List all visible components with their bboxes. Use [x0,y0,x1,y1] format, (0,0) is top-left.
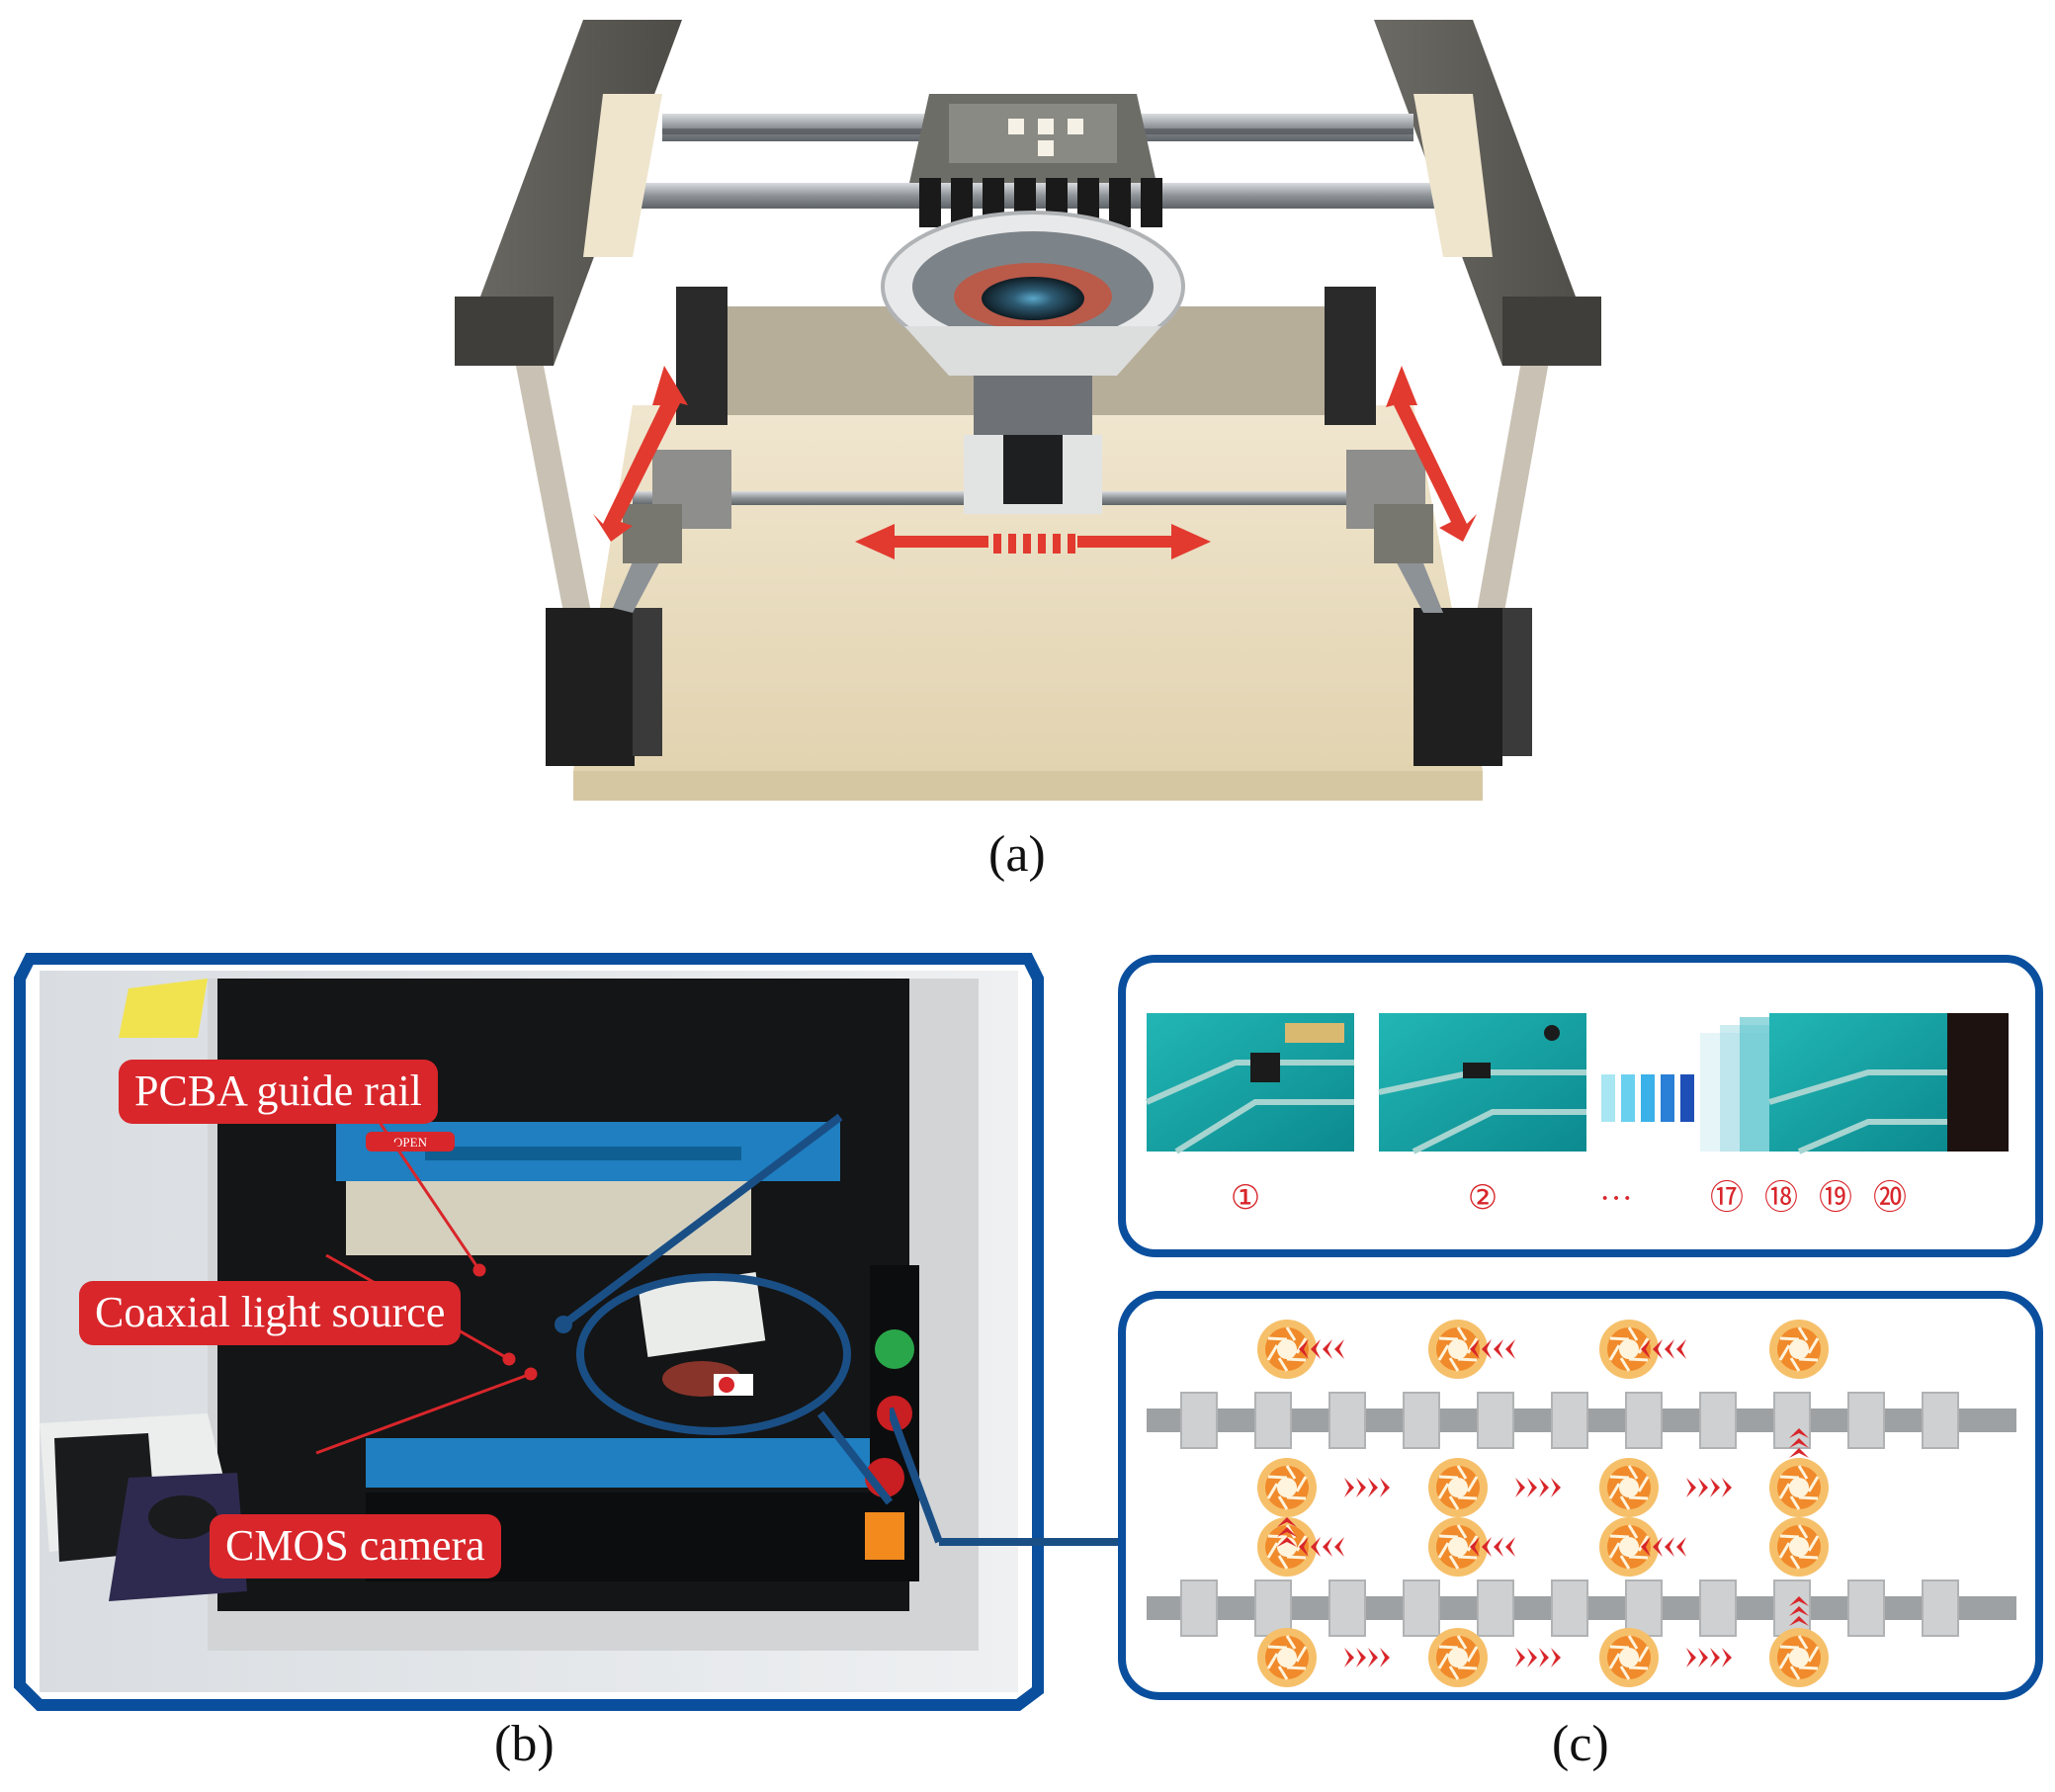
front-right-pillar [1413,608,1502,766]
green-button[interactable] [875,1329,914,1369]
motion-arrows [593,366,1477,559]
conveyor-upper [1147,1392,2016,1449]
key-switch[interactable] [865,1512,904,1560]
scan-direction-arrows [1277,1339,1809,1667]
front-left-pillar [546,608,635,766]
frame-1-image [1145,1013,1354,1154]
progression-blocks [1601,1074,1694,1122]
caption-c: (c) [1552,1716,1609,1772]
callout-guide-rail: PCBA guide rail [119,1060,438,1124]
frame-label-1: ① [1231,1180,1260,1217]
frame-2-image [1378,1013,1586,1154]
open-label: OPEN [393,1135,428,1150]
photo-frame [14,953,1044,1711]
caption-a: (a) [988,826,1046,883]
panel-connector [890,1407,1127,1546]
sequence-ellipsis: ··· [1599,1180,1633,1217]
frame-label-19: ⑲ [1819,1179,1852,1217]
frame-label-20: ⑳ [1873,1179,1907,1217]
frame-label-18: ⑱ [1764,1179,1798,1217]
gantry-illustration [455,20,1601,801]
upper-rail-front [633,183,1443,209]
pcba-board [638,1271,766,1358]
image-sequence-panel: ① ② ··· ⑰ ⑱ ⑲ ⑳ [1118,955,2043,1257]
conveyor-lower [1147,1579,2016,1637]
callout-camera: CMOS camera [210,1514,501,1579]
frame-label-2: ② [1468,1180,1498,1217]
callout-light-source: Coaxial light source [79,1281,462,1345]
inspection-zone [576,1273,851,1435]
frame-label-17: ⑰ [1710,1179,1744,1217]
caption-b: (b) [494,1716,555,1772]
scan-path-panel [1118,1291,2043,1700]
frame-stack-17-20 [1700,1013,2009,1154]
camera-body [974,376,1092,445]
bottom-blue-rail [366,1438,870,1488]
